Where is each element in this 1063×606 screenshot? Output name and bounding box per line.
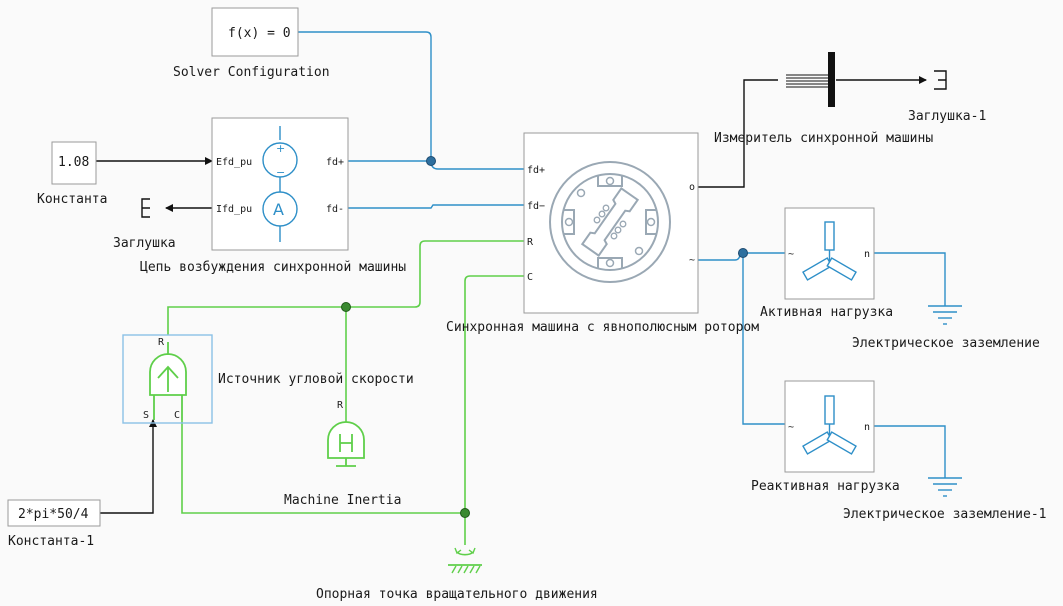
port-reactive-n: n <box>864 422 870 433</box>
constant-1-value: 2*pi*50/4 <box>18 507 89 522</box>
meter-label: Измеритель синхронной машины <box>714 131 933 146</box>
speed-source-label: Источник угловой скорости <box>218 372 414 387</box>
junction-ac <box>738 248 748 258</box>
wire-rotor-R[interactable] <box>167 240 524 335</box>
port-reactive-tilde: ~ <box>788 422 794 433</box>
wire-ground2[interactable] <box>874 425 946 470</box>
wye-reactor-icon <box>802 395 857 455</box>
synchronous-machine-block[interactable] <box>523 132 699 314</box>
mech-reference-block[interactable] <box>448 547 482 574</box>
svg-text:−: − <box>276 166 285 179</box>
port-exc-fdp: fd+ <box>326 157 344 168</box>
port-efd: Efd_pu <box>216 157 252 168</box>
port-exc-fdm: fd- <box>326 204 344 215</box>
svg-text:+: + <box>276 142 285 155</box>
wire-ground1[interactable] <box>874 252 946 296</box>
constant-1-block[interactable] <box>7 499 101 527</box>
constant-label: Константа <box>37 192 107 207</box>
junction-fd <box>426 156 436 166</box>
port-mach-c: C <box>527 272 533 283</box>
wire-source-C[interactable] <box>181 420 465 514</box>
inertia-icon <box>327 421 365 467</box>
solver-config-block[interactable] <box>211 7 299 57</box>
wye-resistor-icon <box>802 221 857 281</box>
signal-const1-speed[interactable] <box>100 419 157 514</box>
excitation-label: Цепь возбуждения синхронной машины <box>140 260 406 275</box>
solver-value: f(x) = 0 <box>228 26 291 41</box>
ground-1-label: Электрическое заземление-1 <box>843 507 1047 522</box>
junction-rotor <box>341 302 351 312</box>
active-load-label: Активная нагрузка <box>760 305 893 320</box>
solver-label: Solver Configuration <box>173 65 330 80</box>
port-active-tilde: ~ <box>788 249 794 260</box>
port-mach-fdp: fd+ <box>527 165 545 176</box>
port-src-r: R <box>158 337 165 348</box>
constant-value: 1.08 <box>58 155 89 170</box>
junction-case <box>460 508 470 518</box>
port-mach-tilde: ~ <box>689 255 695 266</box>
port-inertia-r: R <box>337 400 344 411</box>
signal-o-meter[interactable] <box>698 79 778 188</box>
port-mach-o: o <box>689 182 695 193</box>
wire-solver[interactable] <box>298 31 432 161</box>
constant-block[interactable] <box>51 141 97 185</box>
port-mach-fdm: fd− <box>527 201 545 212</box>
port-ifd: Ifd_pu <box>216 204 252 215</box>
machine-meter-block[interactable] <box>786 52 835 107</box>
port-mach-r: R <box>527 237 534 248</box>
reactive-load-label: Реактивная нагрузка <box>751 479 900 494</box>
reactive-load-block[interactable] <box>784 380 875 473</box>
wire-reactive[interactable] <box>742 253 785 425</box>
port-src-s: S <box>143 410 149 421</box>
inertia-label: Machine Inertia <box>284 493 401 508</box>
electrical-ground-block[interactable] <box>928 296 962 325</box>
port-src-c: C <box>174 410 180 421</box>
port-active-n: n <box>864 249 870 260</box>
mech-reference-label: Опорная точка вращательного движения <box>316 587 598 602</box>
excitation-block[interactable]: + − A <box>211 117 349 251</box>
terminator-block[interactable] <box>141 198 150 218</box>
ground-label: Электрическое заземление <box>852 336 1040 351</box>
mech-ground-icon <box>448 547 482 574</box>
machine-icon <box>549 161 671 283</box>
wire-fd-plus[interactable] <box>348 160 524 170</box>
terminator-1-label: Заглушка-1 <box>908 109 986 124</box>
wire-fd-minus[interactable] <box>348 204 524 209</box>
terminator-1-block[interactable] <box>934 70 947 90</box>
electrical-ground-1-block[interactable] <box>928 470 962 497</box>
angular-velocity-source-block[interactable] <box>122 334 213 424</box>
terminator-label: Заглушка <box>113 236 176 251</box>
svg-text:A: A <box>273 200 284 219</box>
active-load-block[interactable] <box>784 207 875 300</box>
wire-case-C[interactable] <box>464 275 524 545</box>
machine-inertia-block[interactable] <box>327 421 365 467</box>
velocity-source-icon <box>149 342 187 420</box>
machine-label: Синхронная машина с явнополюсным ротором <box>446 320 759 335</box>
constant-1-label: Константа-1 <box>8 534 94 549</box>
